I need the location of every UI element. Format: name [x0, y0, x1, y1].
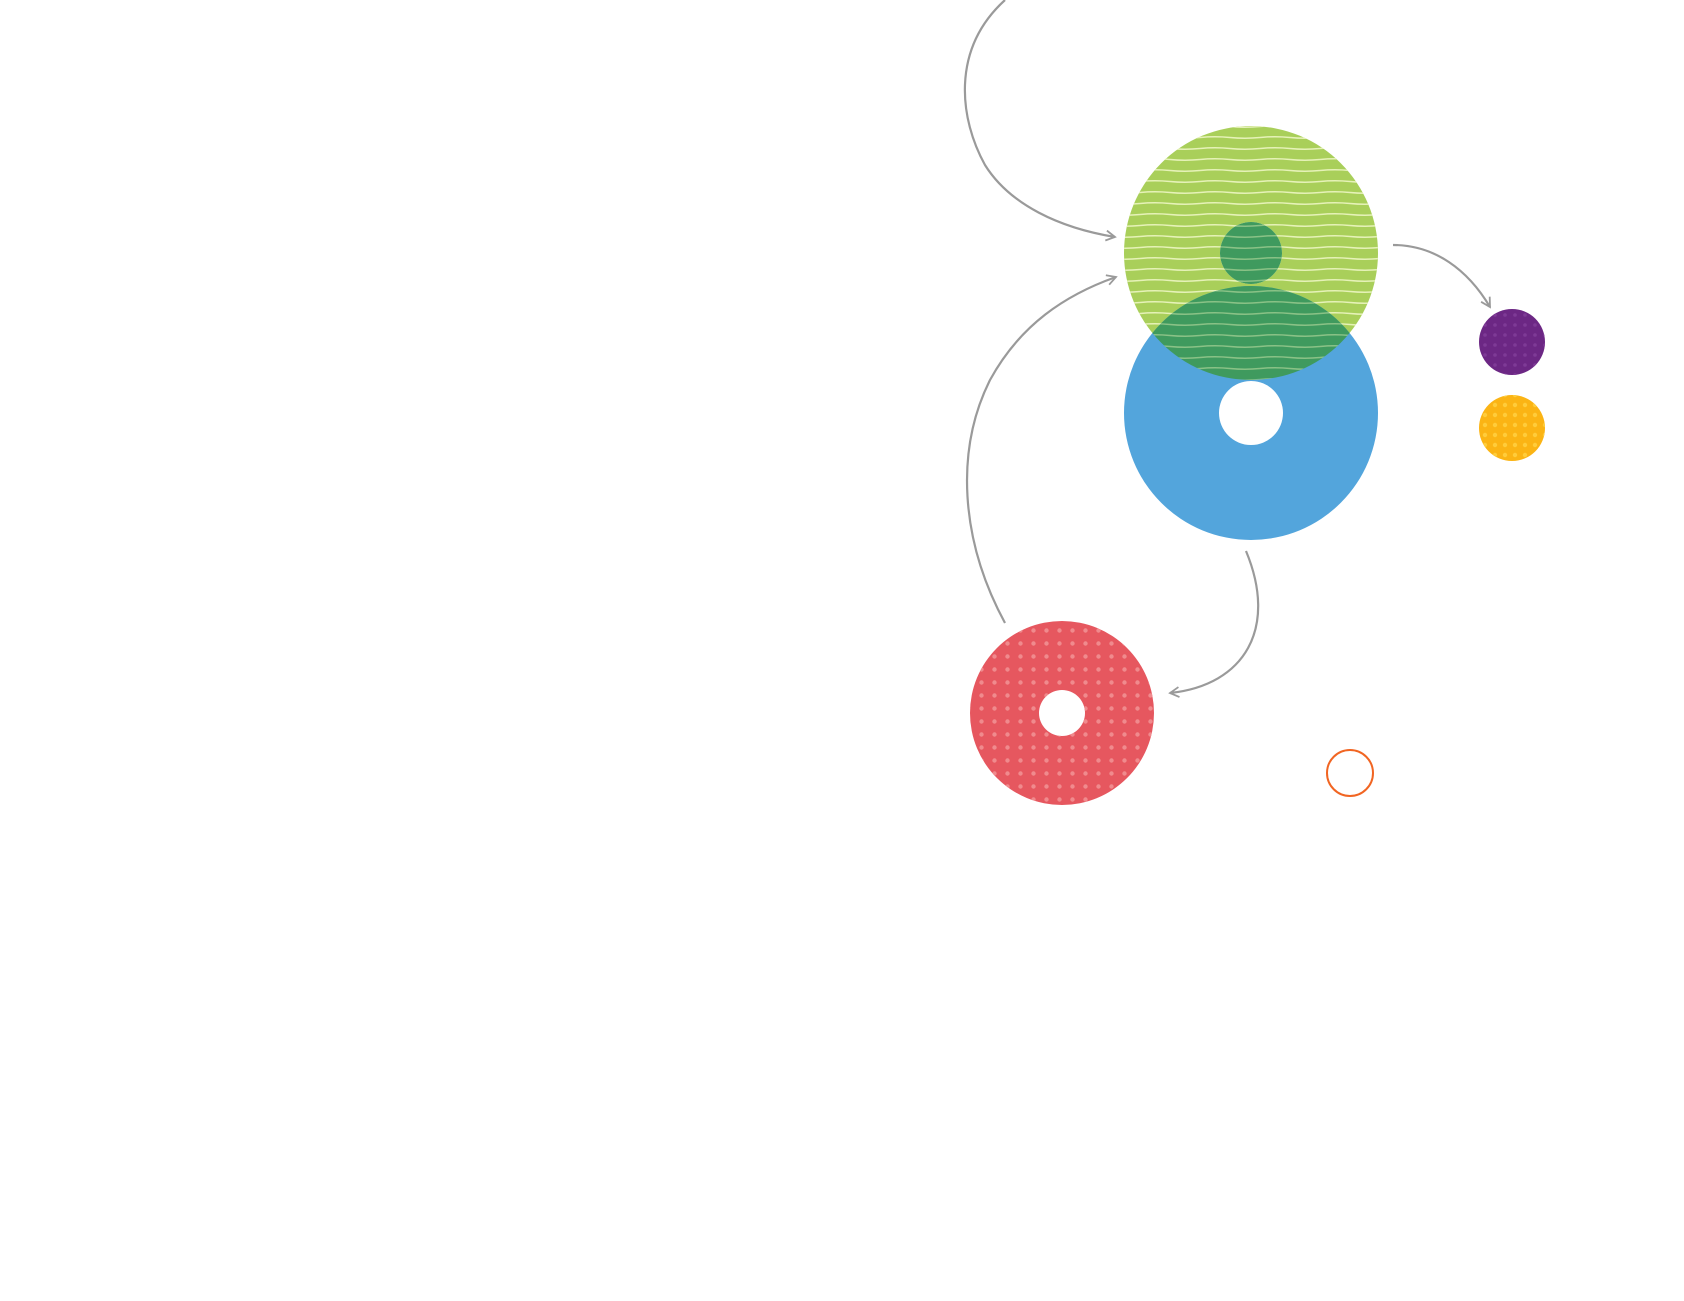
red-ring [970, 621, 1154, 805]
arrow-blue-to-red [1168, 550, 1260, 698]
arrow-top-to-green [963, 0, 1117, 242]
arrow-red-to-green [966, 274, 1118, 624]
yellow-dot [1479, 395, 1545, 461]
purple-dot [1479, 309, 1545, 375]
blue-ring [1124, 222, 1378, 540]
red-ring-dots [970, 621, 1154, 805]
arrows [963, 0, 1491, 698]
orange-ring [1326, 749, 1374, 797]
arrow-green-to-purple [1392, 243, 1491, 309]
